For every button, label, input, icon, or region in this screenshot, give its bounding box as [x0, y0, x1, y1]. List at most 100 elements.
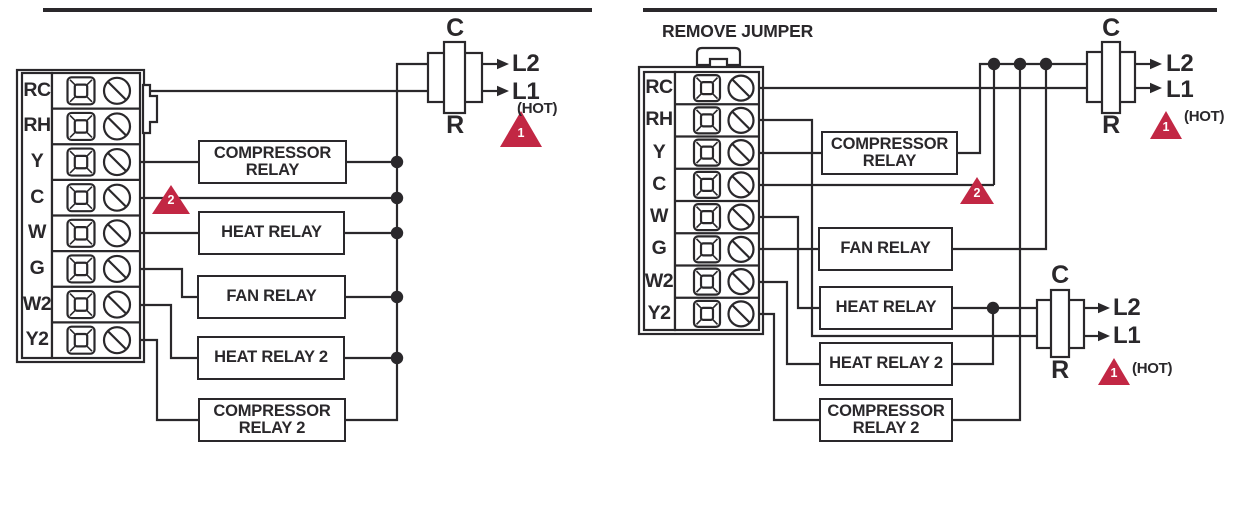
relay-label: HEAT RELAY — [221, 223, 322, 242]
slotted-screw-icon — [102, 112, 132, 141]
clamp-screw-icon — [66, 254, 96, 284]
relay-label: HEAT RELAY 2 — [214, 348, 328, 367]
terminal-label: RC — [645, 76, 673, 99]
transformer-r-label: R — [446, 111, 464, 139]
slotted-screw-icon — [727, 139, 755, 167]
callout-2-triangle — [960, 177, 994, 204]
clamp-screw-icon — [66, 76, 96, 106]
relay-box-compressor: COMPRESSOR RELAY — [821, 131, 958, 175]
terminal-label: Y — [30, 150, 44, 173]
clamp-screw-icon — [66, 218, 96, 248]
transformer-top-r-label: R — [1102, 111, 1120, 139]
line-l1-label: L1 — [1113, 322, 1141, 349]
hot-label: (HOT) — [517, 100, 558, 117]
relay-box-heat: HEAT RELAY — [819, 286, 953, 330]
relay-label: FAN RELAY — [226, 287, 317, 306]
transformer-top-c-label: C — [1102, 14, 1120, 42]
clamp-screw-icon — [692, 267, 722, 296]
wire-w2-to-heat-relay-2 — [759, 280, 819, 366]
slotted-screw-icon — [727, 235, 755, 263]
slotted-screw-icon — [727, 268, 755, 296]
line-l1-label: L1 — [512, 78, 540, 105]
junction-dot — [390, 155, 404, 169]
wire-y2-to-compressor-relay-2 — [140, 338, 198, 422]
line-l2-label: L2 — [1166, 50, 1194, 77]
terminal-label-strip — [642, 70, 677, 332]
clamp-screw-icon — [66, 325, 96, 355]
wire-common-bus — [346, 62, 428, 422]
relay-box-fan: FAN RELAY — [197, 275, 346, 319]
junction-dot — [987, 57, 1001, 71]
junction-dot — [390, 226, 404, 240]
terminal-label: G — [651, 237, 667, 260]
slotted-screw-icon — [727, 171, 755, 199]
junction-dot — [390, 290, 404, 304]
relay-box-heat: HEAT RELAY — [198, 211, 345, 255]
callout-1-triangle — [500, 111, 542, 147]
junction-dot — [1013, 57, 1027, 71]
slotted-screw-icon — [102, 183, 132, 212]
terminal-label: RC — [23, 78, 51, 101]
callout-2-number: 2 — [167, 193, 175, 207]
relay-box-heat-2: HEAT RELAY 2 — [197, 336, 345, 380]
arrowhead-l2 — [1098, 302, 1110, 314]
relay-box-fan: FAN RELAY — [818, 227, 953, 271]
terminal-label: RH — [645, 108, 673, 131]
arrowhead-l1 — [1098, 330, 1110, 342]
terminal-rows — [52, 76, 140, 355]
terminal-label: Y2 — [647, 301, 671, 324]
clamp-screw-icon — [66, 183, 96, 213]
callout-1-number: 1 — [517, 126, 525, 140]
line-l2-label: L2 — [512, 50, 540, 77]
clamp-screw-icon — [66, 111, 96, 142]
callout-1-number: 1 — [1162, 120, 1170, 134]
wire-y2-to-compressor-relay-2 — [759, 312, 819, 422]
relay-label: COMPRESSOR RELAY 2 — [827, 401, 945, 437]
slotted-screw-icon — [102, 254, 132, 284]
clamp-screw-icon — [692, 170, 722, 199]
callout-1-number: 1 — [1110, 366, 1118, 380]
wire-compressor-relay-out-bus — [958, 62, 1087, 155]
slotted-screw-icon — [102, 326, 132, 355]
terminal-label: Y — [652, 140, 666, 163]
wire-bus-drop-fan-relay — [953, 64, 1048, 251]
clamp-screw-icon — [692, 74, 722, 103]
relay-label: COMPRESSOR RELAY — [830, 134, 949, 170]
slotted-screw-icon — [102, 290, 132, 319]
removed-jumper-icon — [695, 46, 742, 67]
slotted-screw-icon — [102, 147, 132, 177]
wire-bus-drop-compressor-relay-2 — [953, 64, 1022, 422]
arrowhead-l1 — [497, 85, 509, 97]
wire-w-to-heat-relay — [759, 215, 819, 310]
wire-g-to-fan-relay — [140, 267, 197, 299]
wire-w2-to-heat-relay-2 — [140, 303, 197, 360]
relay-label: HEAT RELAY 2 — [829, 354, 943, 373]
wire-heat-relay-2-out — [953, 308, 995, 366]
transformer-bottom-c-label: C — [1051, 261, 1069, 289]
junction-dot — [1039, 57, 1053, 71]
terminal-label: RH — [23, 114, 51, 137]
line-l2-label: L2 — [1113, 294, 1141, 321]
junction-dot — [390, 351, 404, 365]
hot-label: (HOT) — [1184, 108, 1225, 125]
terminal-label: W — [650, 205, 668, 228]
callout-1-triangle — [1098, 358, 1130, 385]
terminal-label: C — [30, 185, 44, 208]
slotted-screw-icon — [727, 106, 755, 134]
arrowhead-l2 — [497, 58, 509, 70]
junction-dot — [390, 191, 404, 205]
transformer-bottom-r-label: R — [1051, 356, 1069, 384]
relay-box-compressor-2: COMPRESSOR RELAY 2 — [819, 398, 953, 442]
slotted-screw-icon — [727, 203, 755, 231]
terminal-label: W2 — [22, 292, 52, 315]
terminal-label: W2 — [644, 269, 674, 292]
hot-label: (HOT) — [1132, 360, 1173, 377]
terminal-block-outline — [15, 68, 146, 364]
remove-jumper-note: REMOVE JUMPER — [662, 21, 814, 41]
transformer-core — [442, 40, 467, 115]
relay-box-heat-2: HEAT RELAY 2 — [819, 342, 953, 386]
terminal-block-outline — [637, 65, 765, 336]
callout-2-triangle — [152, 185, 190, 214]
